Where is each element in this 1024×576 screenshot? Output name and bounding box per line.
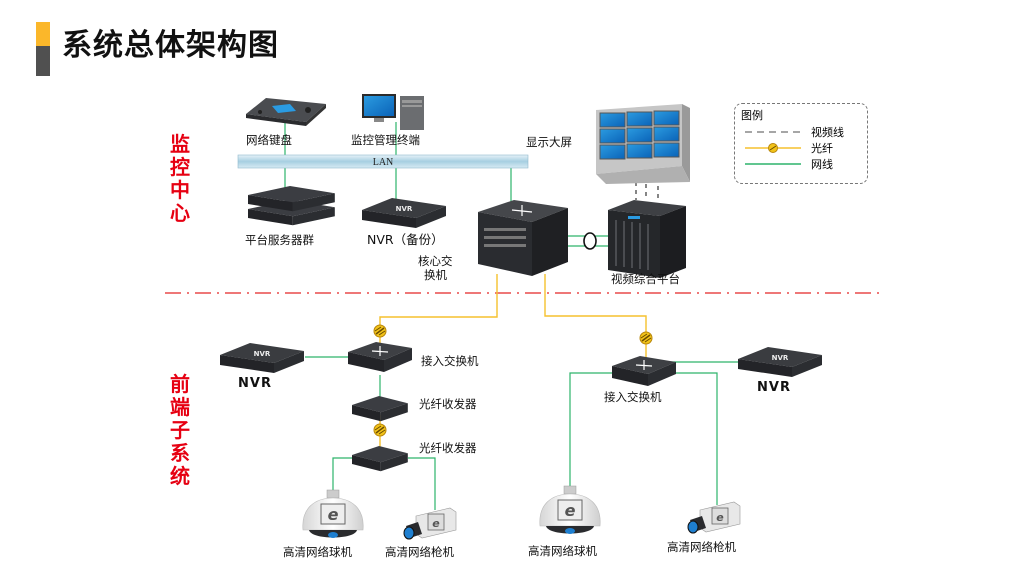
left-access-switch-icon: [348, 342, 412, 372]
legend-item-fiber: 光纤: [743, 140, 833, 156]
label-video-platform: 视频综合平台: [611, 272, 680, 286]
zone-label-front-end: 前端子系统: [170, 372, 190, 488]
link-aggregation-ring-icon: [583, 232, 597, 250]
left-nvr-icon: NVR: [220, 343, 304, 373]
label-box-cam-left: 高清网络枪机: [385, 545, 454, 559]
lan-bus: [237, 154, 529, 169]
label-fiber-transceiver-1: 光纤收发器: [419, 397, 477, 411]
label-core-switch-line2: 换机: [424, 268, 447, 282]
nvr-badge: NVR: [396, 205, 413, 213]
core-switch-icon: [478, 200, 568, 276]
label-mgmt-terminal: 监控管理终端: [351, 133, 420, 147]
fiber-lines: [379, 274, 647, 450]
label-left-nvr: NVR: [238, 376, 272, 391]
legend: 图例 视频线 光纤 网线: [734, 103, 868, 184]
monitoring-terminal-icon: [362, 94, 424, 130]
fiber-line-swatch: [743, 141, 803, 155]
network-lines-front: [305, 356, 740, 510]
label-left-access-switch: 接入交换机: [421, 354, 479, 368]
label-video-wall: 显示大屏: [526, 135, 572, 149]
legend-label: 网线: [811, 158, 833, 171]
dome-camera-left-icon: e: [302, 489, 364, 538]
label-fiber-transceiver-2: 光纤收发器: [419, 441, 477, 455]
label-box-cam-right: 高清网络枪机: [667, 540, 736, 554]
fiber-transceiver-1-icon: [352, 396, 408, 422]
legend-label: 光纤: [811, 142, 833, 155]
right-access-switch-icon: [612, 356, 676, 386]
label-nvr-backup: NVR（备份）: [367, 232, 444, 247]
svg-text:e: e: [328, 505, 339, 524]
video-wall-icon: [596, 104, 690, 184]
network-keyboard-icon: [246, 98, 326, 126]
legend-label: 视频线: [811, 126, 844, 139]
svg-text:e: e: [565, 501, 576, 520]
zone-label-monitoring-center: 监控中心: [170, 132, 190, 225]
svg-text:e: e: [716, 511, 724, 524]
fiber-transceiver-2-icon: [352, 446, 408, 472]
server-cluster-icon: [248, 186, 335, 226]
label-core-switch-line1: 核心交: [418, 254, 453, 268]
label-network-keyboard: 网络键盘: [246, 133, 292, 147]
video-platform-icon: [608, 200, 686, 278]
page-title: 系统总体架构图: [62, 28, 279, 63]
nvr-backup-icon: NVR: [362, 198, 446, 228]
dome-camera-right-icon: e: [539, 485, 601, 534]
fiber-connector-icon: [373, 324, 387, 338]
box-camera-right-icon: e: [687, 501, 741, 534]
label-right-nvr: NVR: [757, 380, 791, 395]
right-nvr-icon: NVR: [738, 347, 822, 377]
label-dome-cam-right: 高清网络球机: [528, 544, 597, 558]
nvr-badge: NVR: [772, 354, 789, 362]
box-camera-left-icon: e: [403, 507, 457, 540]
title-accent-top: [36, 22, 50, 46]
label-dome-cam-left: 高清网络球机: [283, 545, 352, 559]
title-accent-bottom: [36, 46, 50, 76]
nvr-badge: NVR: [254, 350, 271, 358]
svg-text:e: e: [432, 517, 440, 530]
legend-title: 图例: [741, 109, 763, 122]
legend-item-video-line: 视频线: [743, 124, 844, 140]
dashed-line-swatch: [743, 125, 803, 139]
label-right-access-switch: 接入交换机: [604, 390, 662, 404]
lan-label: LAN: [373, 157, 394, 168]
fiber-connector-icon: [639, 331, 653, 345]
fiber-connector-icon: [373, 423, 387, 437]
label-server-cluster: 平台服务器群: [245, 233, 314, 247]
legend-item-network-cable: 网线: [743, 156, 833, 172]
network-line-swatch: [743, 157, 803, 171]
